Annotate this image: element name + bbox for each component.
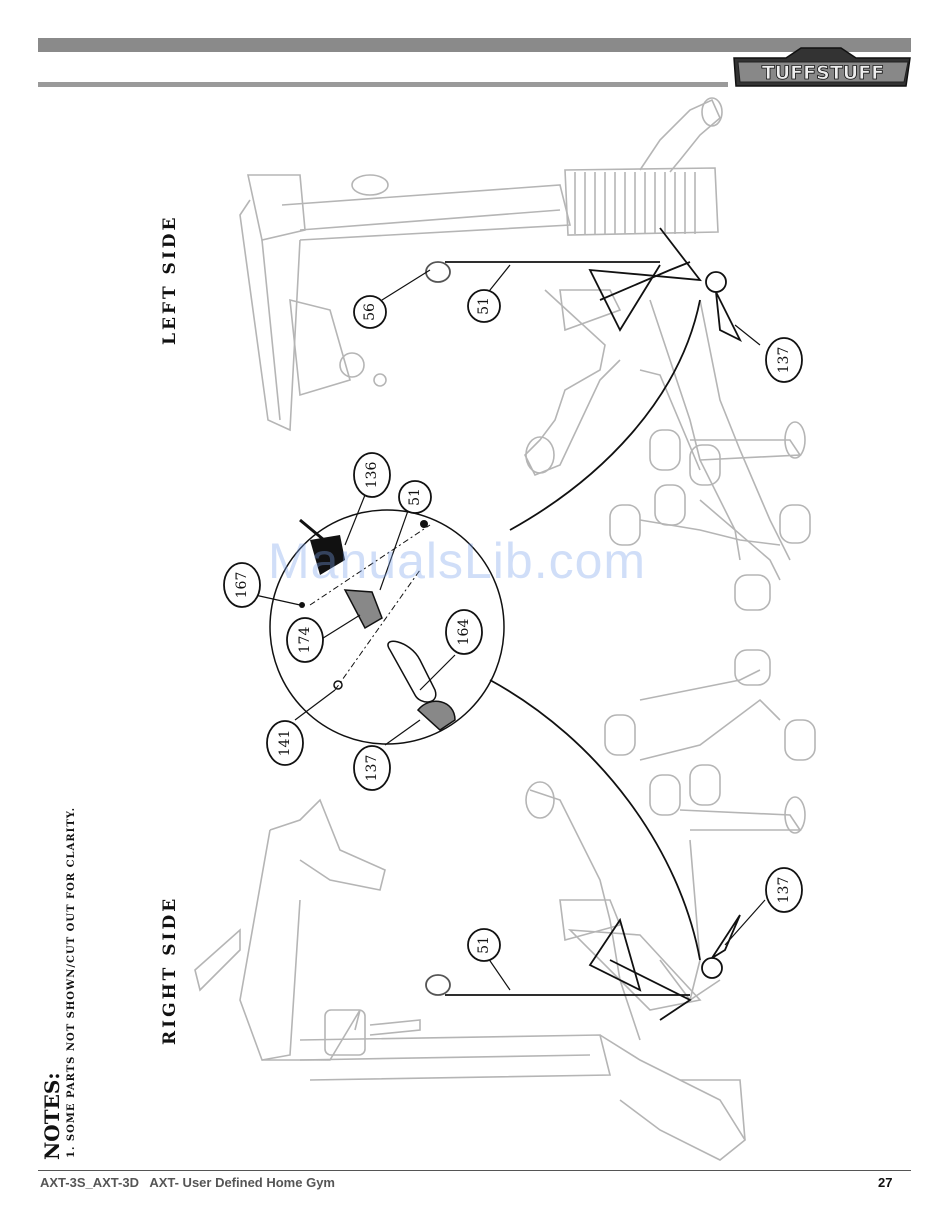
notes-item: 1. SOME PARTS NOT SHOWN/CUT OUT FOR CLAR… xyxy=(66,807,77,1158)
svg-text:51: 51 xyxy=(476,297,492,315)
watermark: ManualsLib.com xyxy=(268,532,646,590)
svg-text:51: 51 xyxy=(407,488,423,506)
svg-text:137: 137 xyxy=(364,755,380,782)
svg-text:167: 167 xyxy=(234,572,250,599)
callout-detail-174: 174 xyxy=(287,618,323,662)
right-side-label: RIGHT SIDE xyxy=(160,896,180,1045)
callout-right-51: 51 xyxy=(468,929,500,961)
svg-text:141: 141 xyxy=(277,730,293,757)
callout-detail-137: 137 xyxy=(354,746,390,790)
callout-detail-136: 136 xyxy=(354,453,390,497)
left-side-label: LEFT SIDE xyxy=(160,215,180,345)
svg-text:56: 56 xyxy=(362,303,378,321)
svg-text:164: 164 xyxy=(456,619,472,646)
callout-left-56: 56 xyxy=(354,296,386,328)
callout-detail-141: 141 xyxy=(267,721,303,765)
callout-detail-164: 164 xyxy=(446,610,482,654)
svg-text:174: 174 xyxy=(297,627,313,654)
callout-left-51: 51 xyxy=(468,290,500,322)
footer-rule xyxy=(38,1170,911,1171)
leader-lines xyxy=(255,265,765,990)
right-cable-routing xyxy=(426,680,740,1020)
callout-right-137: 137 xyxy=(766,868,802,912)
svg-text:137: 137 xyxy=(776,347,792,374)
svg-text:136: 136 xyxy=(364,462,380,489)
callout-detail-51: 51 xyxy=(399,481,431,513)
callout-left-137: 137 xyxy=(766,338,802,382)
svg-text:137: 137 xyxy=(776,877,792,904)
footer-doc-id: AXT-3S_AXT-3D AXT- User Defined Home Gym xyxy=(40,1175,335,1190)
notes-title: NOTES: xyxy=(40,1072,64,1160)
callout-detail-167: 167 xyxy=(224,563,260,607)
svg-text:51: 51 xyxy=(476,936,492,954)
page-number: 27 xyxy=(878,1175,892,1190)
